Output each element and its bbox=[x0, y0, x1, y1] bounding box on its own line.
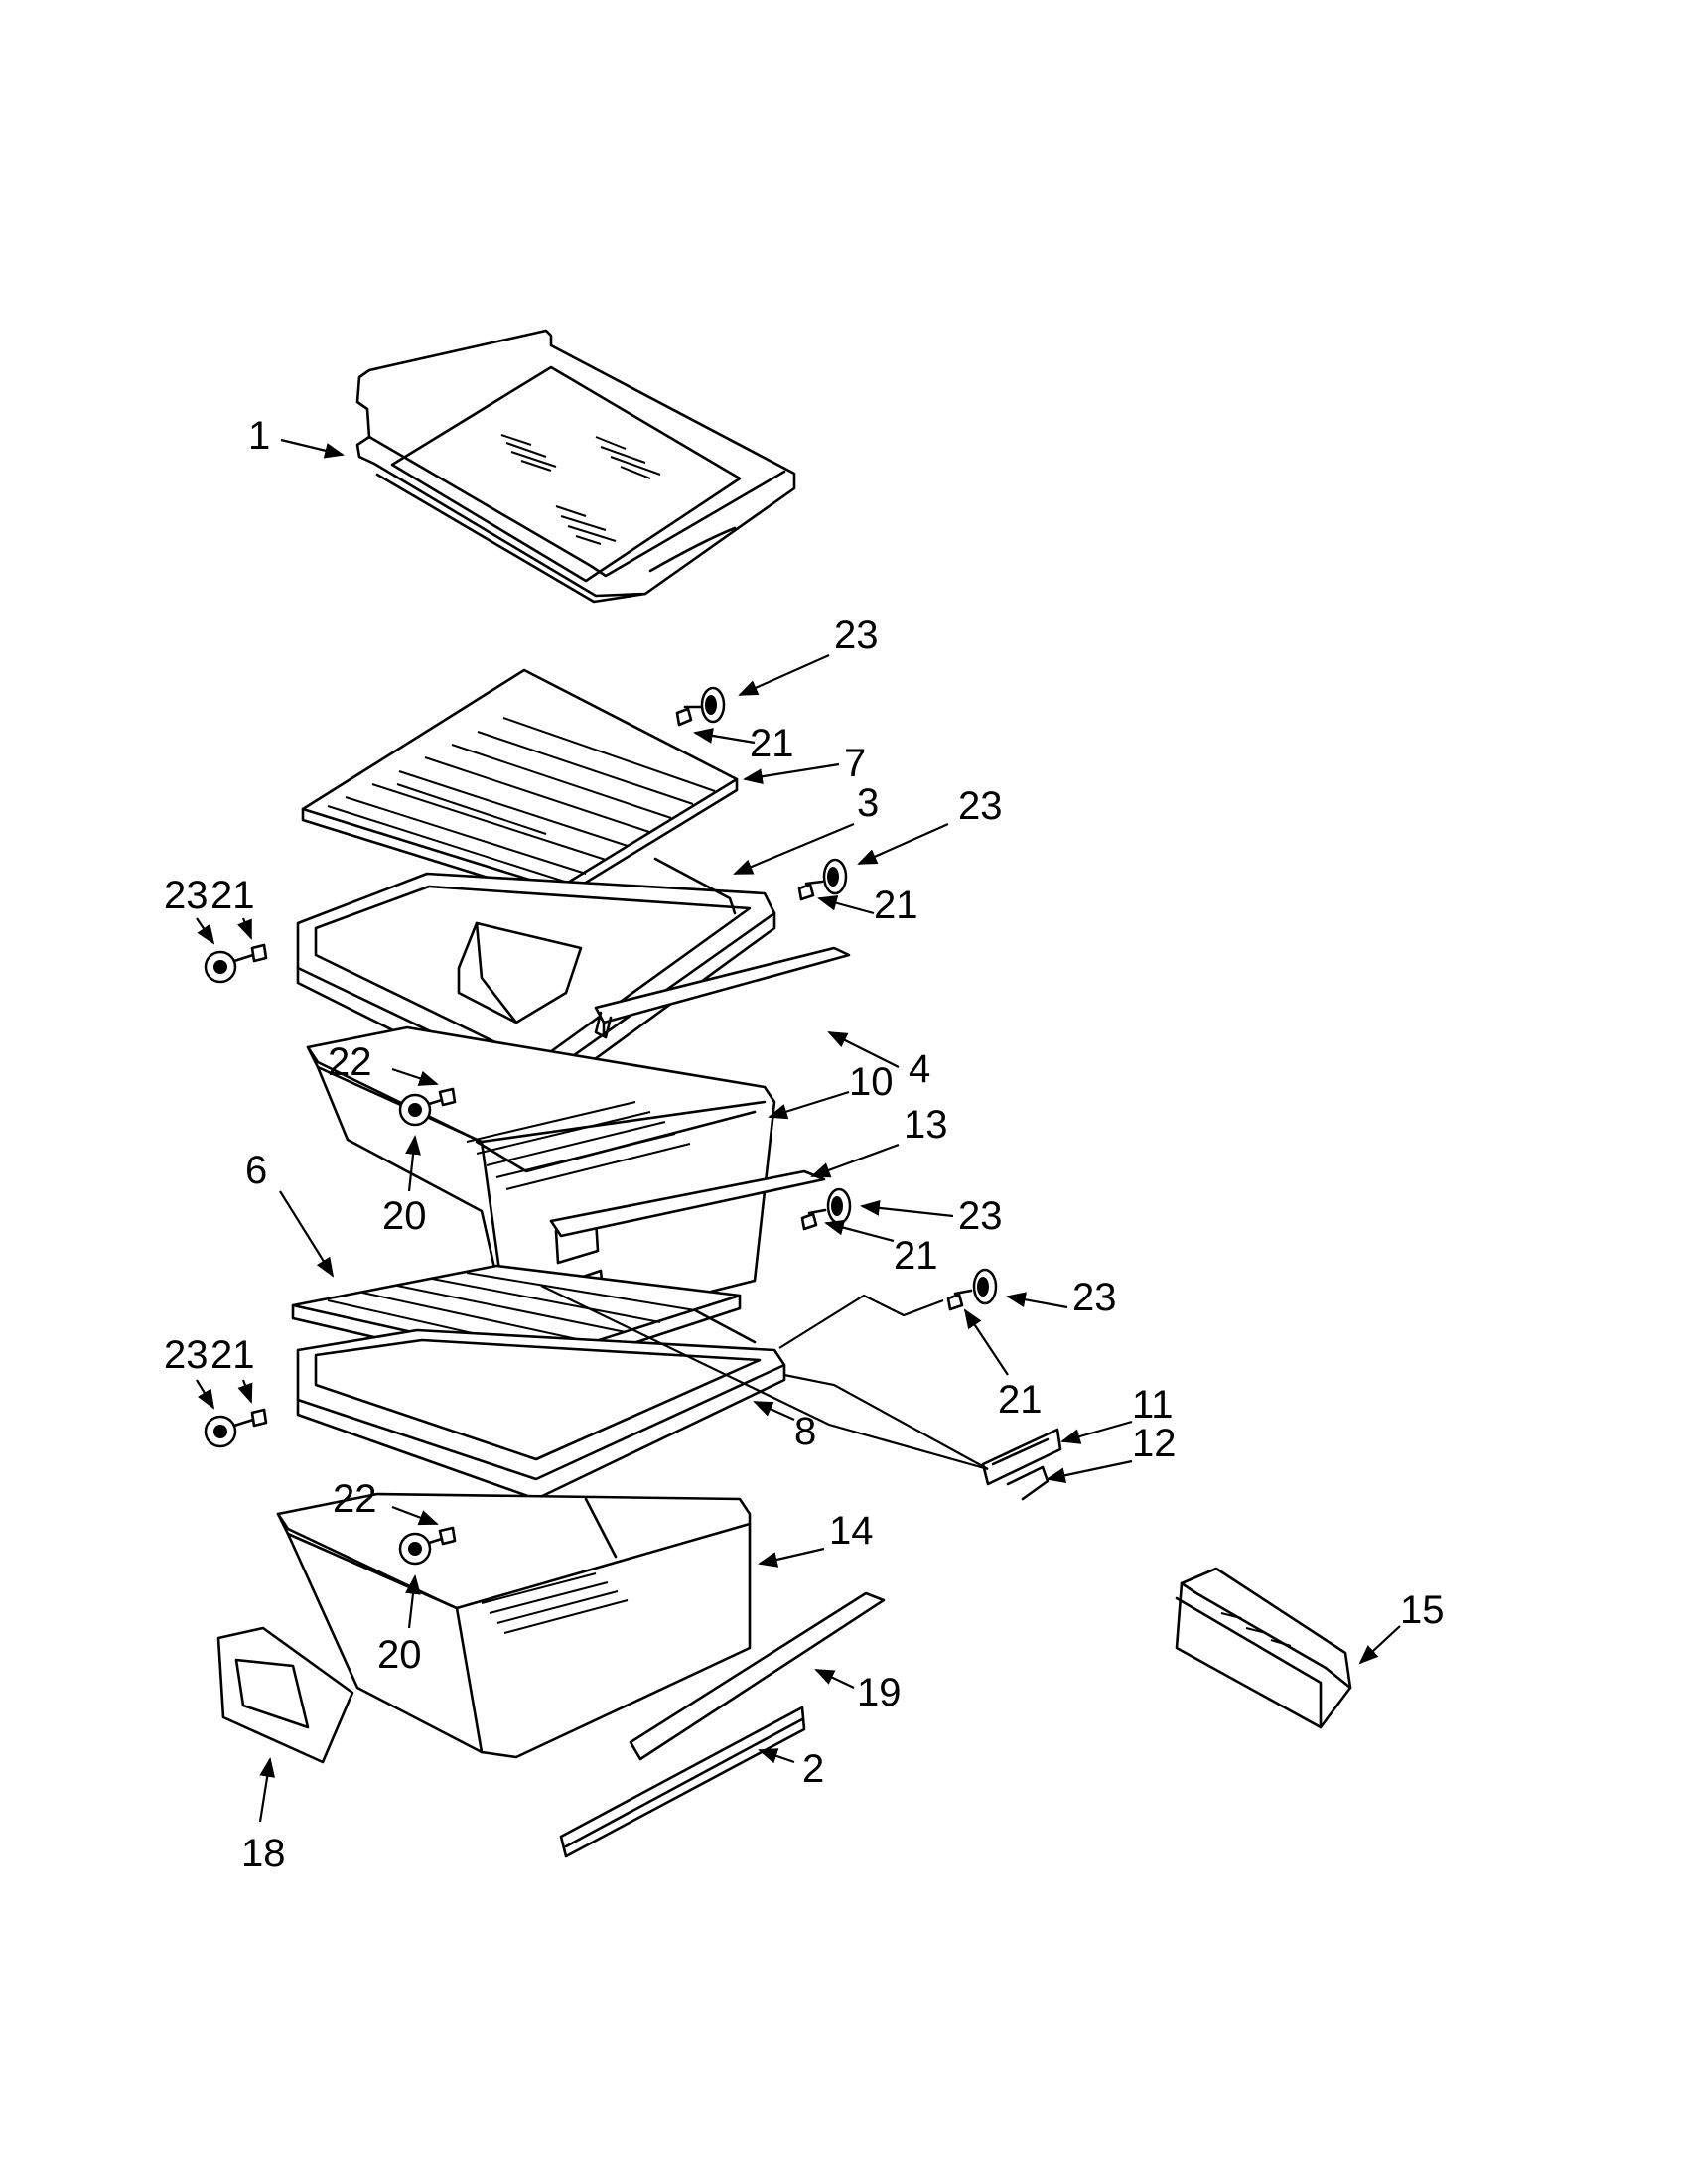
callout-19: 19 bbox=[857, 1671, 902, 1714]
glide-23c bbox=[204, 943, 268, 984]
glide-23e bbox=[946, 1268, 998, 1311]
roller-20a bbox=[398, 1087, 457, 1127]
part-2-bottom-rail bbox=[559, 1706, 806, 1858]
glides-and-rollers bbox=[204, 686, 998, 1566]
roller-20b bbox=[398, 1526, 457, 1566]
callout-2: 2 bbox=[802, 1747, 824, 1791]
part-13-rail-middle bbox=[549, 1169, 826, 1238]
callout-7: 7 bbox=[844, 742, 866, 785]
glide-23f bbox=[204, 1408, 268, 1448]
leader-arrows bbox=[196, 438, 1401, 1823]
callout-23: 23 bbox=[958, 1194, 1003, 1238]
callout-12: 12 bbox=[1132, 1422, 1177, 1465]
part-1-top-shelf bbox=[355, 329, 796, 604]
callout-4: 4 bbox=[909, 1047, 930, 1091]
glide-23b bbox=[797, 858, 848, 901]
callout-21: 21 bbox=[998, 1378, 1043, 1422]
part-4-rail-upper bbox=[594, 946, 851, 1039]
part-7-crisper-cover-upper bbox=[301, 668, 739, 901]
callout-23: 23 bbox=[164, 874, 209, 917]
callout-10: 10 bbox=[849, 1060, 894, 1104]
callout-20: 20 bbox=[377, 1633, 422, 1677]
callout-21: 21 bbox=[210, 1333, 255, 1377]
part-15-door-bin bbox=[1175, 1567, 1352, 1729]
callout-11: 11 bbox=[1132, 1383, 1174, 1427]
callout-3: 3 bbox=[857, 781, 879, 825]
callout-8: 8 bbox=[794, 1410, 816, 1453]
callout-21: 21 bbox=[210, 874, 255, 917]
callout-18: 18 bbox=[241, 1832, 286, 1875]
callout-20: 20 bbox=[382, 1194, 427, 1238]
part-19-rail-lower bbox=[629, 1591, 886, 1761]
part-18-label-holder bbox=[216, 1626, 354, 1764]
callout-21: 21 bbox=[874, 884, 918, 927]
part-11-12-bracket bbox=[981, 1428, 1062, 1501]
callout-labels: 1 23 21 7 3 23 21 23 21 4 22 10 13 6 20 … bbox=[164, 414, 1445, 1875]
callout-15: 15 bbox=[1400, 1588, 1445, 1632]
callout-13: 13 bbox=[904, 1103, 948, 1147]
guide-lines bbox=[540, 1285, 989, 1471]
callout-1: 1 bbox=[248, 414, 270, 458]
callout-23: 23 bbox=[834, 614, 879, 657]
glide-23a bbox=[675, 686, 726, 727]
part-8-crisper-frame-lower bbox=[296, 1308, 786, 1501]
callout-22: 22 bbox=[328, 1040, 372, 1084]
callout-23: 23 bbox=[164, 1333, 209, 1377]
callout-22: 22 bbox=[333, 1477, 377, 1521]
callout-6: 6 bbox=[245, 1149, 267, 1192]
callout-23: 23 bbox=[958, 784, 1003, 828]
glide-23d bbox=[800, 1187, 852, 1231]
part-14-crisper-drawer-lower bbox=[276, 1492, 752, 1759]
callout-21: 21 bbox=[894, 1234, 938, 1278]
callout-14: 14 bbox=[829, 1509, 874, 1553]
callout-23: 23 bbox=[1072, 1276, 1117, 1319]
callout-21: 21 bbox=[750, 722, 794, 765]
